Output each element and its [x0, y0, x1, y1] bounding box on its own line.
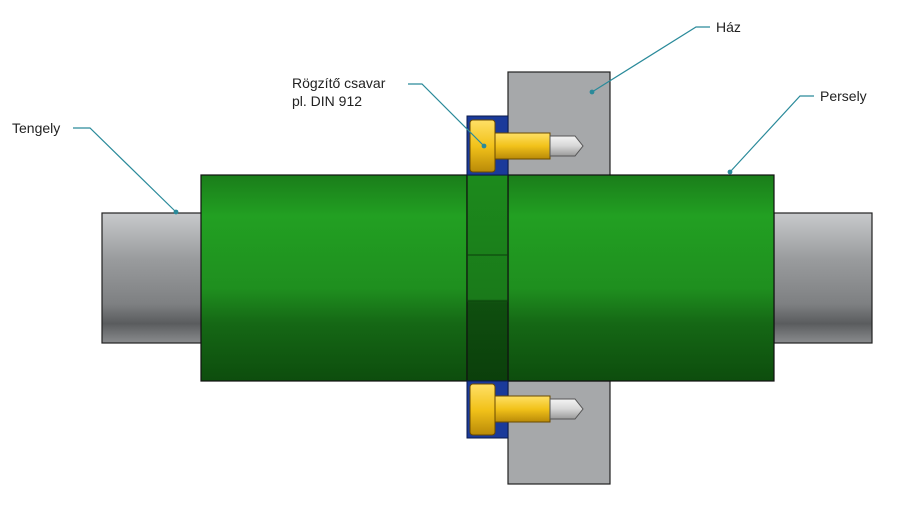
label-screw-line2: pl. DIN 912 [292, 93, 362, 109]
bushing-left-body [200, 174, 468, 382]
shaft-left [101, 212, 203, 344]
bushing-collar [466, 174, 509, 382]
leader-dot-shaft [173, 209, 179, 215]
screw-bottom [469, 383, 584, 436]
leader-bushing [729, 95, 814, 173]
shaft-right [773, 212, 873, 344]
label-housing: Ház [716, 19, 741, 35]
label-screw-line1: Rögzítő csavar [292, 75, 386, 91]
leader-dot-bushing [727, 169, 733, 175]
screw-top [469, 119, 584, 173]
leader-dot-housing [589, 89, 595, 95]
bushing-right-body [507, 174, 775, 382]
leader-housing [591, 26, 710, 93]
leader-dot-screw [481, 143, 487, 149]
leader-screw [408, 83, 485, 147]
label-shaft: Tengely [12, 120, 60, 136]
housing-top [507, 71, 611, 177]
leader-shaft [73, 127, 177, 213]
label-bushing: Persely [820, 88, 867, 104]
